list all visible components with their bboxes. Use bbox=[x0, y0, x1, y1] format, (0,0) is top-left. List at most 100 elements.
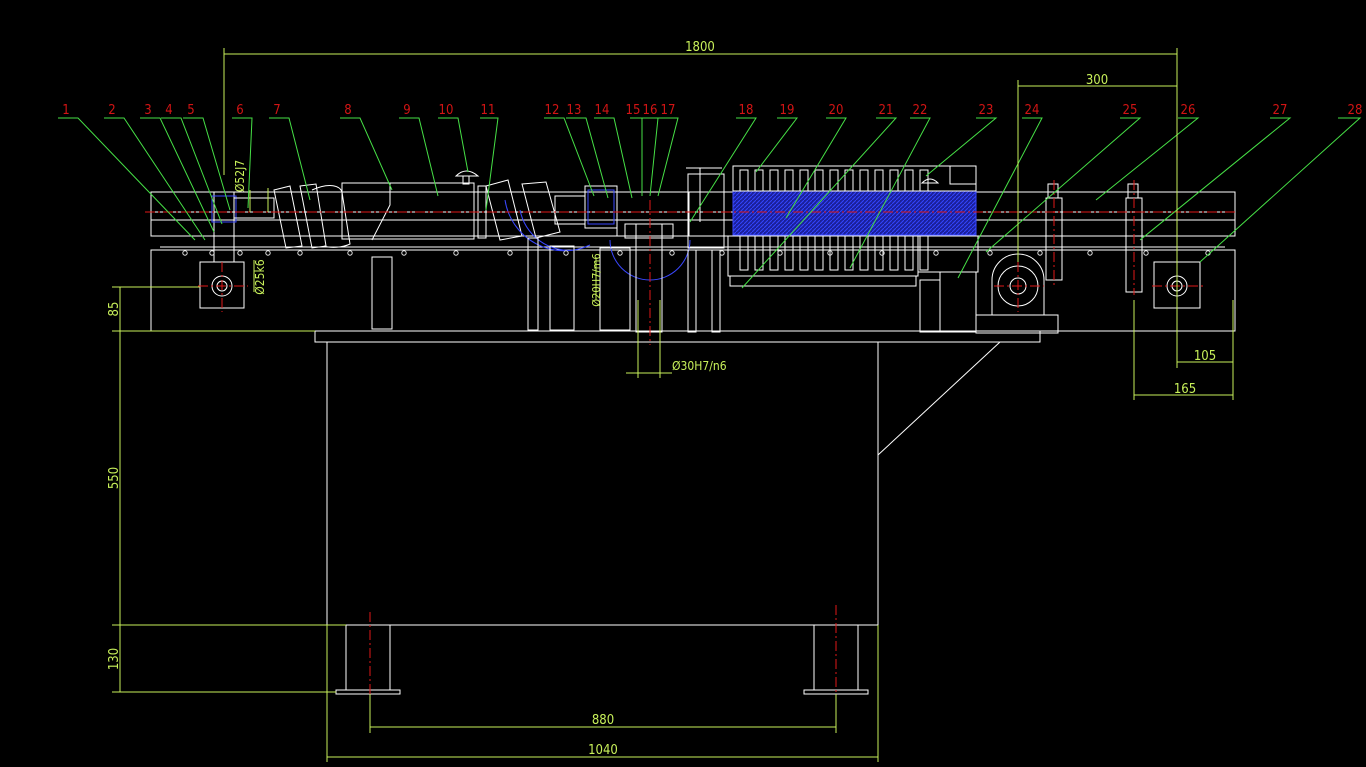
dimension-texts: 1800 300 85 550 130 880 1040 105 165 Ø52… bbox=[107, 40, 1216, 758]
balloon-leader bbox=[630, 117, 643, 196]
balloon-leader bbox=[399, 117, 439, 197]
dim-frame-height: 85 bbox=[107, 302, 122, 317]
balloon-number: 12 bbox=[545, 103, 560, 118]
bolt bbox=[933, 250, 939, 256]
tol-bearing-left: Ø52J7 bbox=[233, 160, 247, 192]
balloon-leader bbox=[544, 117, 595, 197]
balloon-leader bbox=[689, 117, 757, 223]
bolt bbox=[182, 250, 188, 256]
balloon-number: 7 bbox=[273, 103, 280, 118]
dim-stand-width: 1040 bbox=[588, 743, 618, 758]
bolt bbox=[507, 250, 513, 256]
balloon-number: 15 bbox=[626, 103, 641, 118]
balloon-leader bbox=[58, 117, 196, 241]
tol-shaft-left: Ø25k6 bbox=[253, 259, 267, 294]
bolt bbox=[1037, 250, 1043, 256]
balloon-leader bbox=[642, 117, 659, 197]
balloon-number: 8 bbox=[344, 103, 351, 118]
balloon-number: 3 bbox=[144, 103, 151, 118]
bolt bbox=[209, 250, 215, 256]
tol-bearing-mid: Ø20H7/m6 bbox=[590, 253, 603, 306]
dim-overall-length: 1800 bbox=[685, 40, 715, 55]
balloon-leader bbox=[925, 117, 998, 177]
balloon-number: 24 bbox=[1025, 103, 1040, 118]
balloon-number: 16 bbox=[643, 103, 658, 118]
balloon-leader bbox=[140, 117, 215, 233]
balloon-number: 25 bbox=[1123, 103, 1138, 118]
balloon-leader bbox=[849, 117, 931, 269]
balloon-number: 6 bbox=[236, 103, 243, 118]
balloon-leader bbox=[269, 117, 311, 201]
balloon-number: 20 bbox=[829, 103, 844, 118]
filter-pack-hatch bbox=[732, 190, 977, 236]
balloon-leader bbox=[657, 117, 679, 197]
bolt bbox=[1087, 250, 1093, 256]
balloon-number: 1 bbox=[62, 103, 69, 118]
stand bbox=[326, 341, 1001, 695]
balloon-leader bbox=[340, 117, 393, 191]
dim-right-offset: 300 bbox=[1086, 73, 1108, 88]
bolt bbox=[453, 250, 459, 256]
balloon-leader bbox=[1095, 117, 1200, 201]
balloon-leader bbox=[183, 117, 231, 211]
dim-leg-spacing: 880 bbox=[592, 713, 614, 728]
balloon-number: 11 bbox=[481, 103, 496, 118]
balloon-number: 10 bbox=[439, 103, 454, 118]
bolt bbox=[237, 250, 243, 256]
bolt bbox=[617, 250, 623, 256]
balloon-number: 5 bbox=[187, 103, 194, 118]
balloon-leader bbox=[438, 117, 469, 173]
balloon-number: 4 bbox=[165, 103, 172, 118]
tol-shaft-mid: Ø30H7/n6 bbox=[672, 359, 727, 373]
drive-end bbox=[975, 183, 1201, 334]
balloon-number: 26 bbox=[1181, 103, 1196, 118]
bolt bbox=[347, 250, 353, 256]
balloon-number: 9 bbox=[403, 103, 410, 118]
balloon-number: 27 bbox=[1273, 103, 1288, 118]
balloon-number: 13 bbox=[567, 103, 582, 118]
balloon-number: 22 bbox=[913, 103, 928, 118]
balloon-leader bbox=[104, 117, 206, 241]
press-section bbox=[686, 165, 979, 333]
dim-leg-height: 130 bbox=[107, 648, 122, 670]
bolt bbox=[987, 250, 993, 256]
balloon-leader bbox=[755, 117, 799, 173]
balloon-leader bbox=[161, 117, 223, 225]
bolt bbox=[1143, 250, 1149, 256]
dim-stand-height: 550 bbox=[107, 467, 122, 489]
balloon-leader bbox=[985, 117, 1142, 253]
bolt bbox=[777, 250, 783, 256]
bolt bbox=[297, 250, 303, 256]
centerlines bbox=[145, 180, 1235, 702]
bolt bbox=[669, 250, 675, 256]
balloon-number: 19 bbox=[780, 103, 795, 118]
bolt bbox=[879, 250, 885, 256]
balloon-number: 2 bbox=[108, 103, 115, 118]
dim-end-offset-a: 105 bbox=[1194, 349, 1216, 364]
bolt bbox=[563, 250, 569, 256]
balloon-number: 18 bbox=[739, 103, 754, 118]
bolt bbox=[265, 250, 271, 256]
balloon-leader bbox=[1139, 117, 1292, 241]
balloon-number: 28 bbox=[1348, 103, 1363, 118]
balloon-leader bbox=[957, 117, 1043, 279]
bolt bbox=[827, 250, 833, 256]
feed-screw-assembly bbox=[199, 170, 691, 333]
balloon-number: 21 bbox=[879, 103, 894, 118]
dim-end-offset-b: 165 bbox=[1174, 382, 1196, 397]
balloon-leader bbox=[232, 117, 253, 209]
balloon-number: 23 bbox=[979, 103, 994, 118]
balloon-leader bbox=[1199, 117, 1362, 263]
balloon-leader bbox=[741, 117, 898, 289]
dimension-lines bbox=[112, 48, 1234, 762]
balloon-leader bbox=[480, 117, 499, 211]
bolt bbox=[719, 250, 725, 256]
balloon-leader bbox=[566, 117, 609, 199]
balloon-number: 17 bbox=[661, 103, 676, 118]
balloon-leader bbox=[594, 117, 633, 199]
balloon-leader bbox=[785, 117, 847, 219]
bolt bbox=[401, 250, 407, 256]
balloon-number: 14 bbox=[595, 103, 610, 118]
